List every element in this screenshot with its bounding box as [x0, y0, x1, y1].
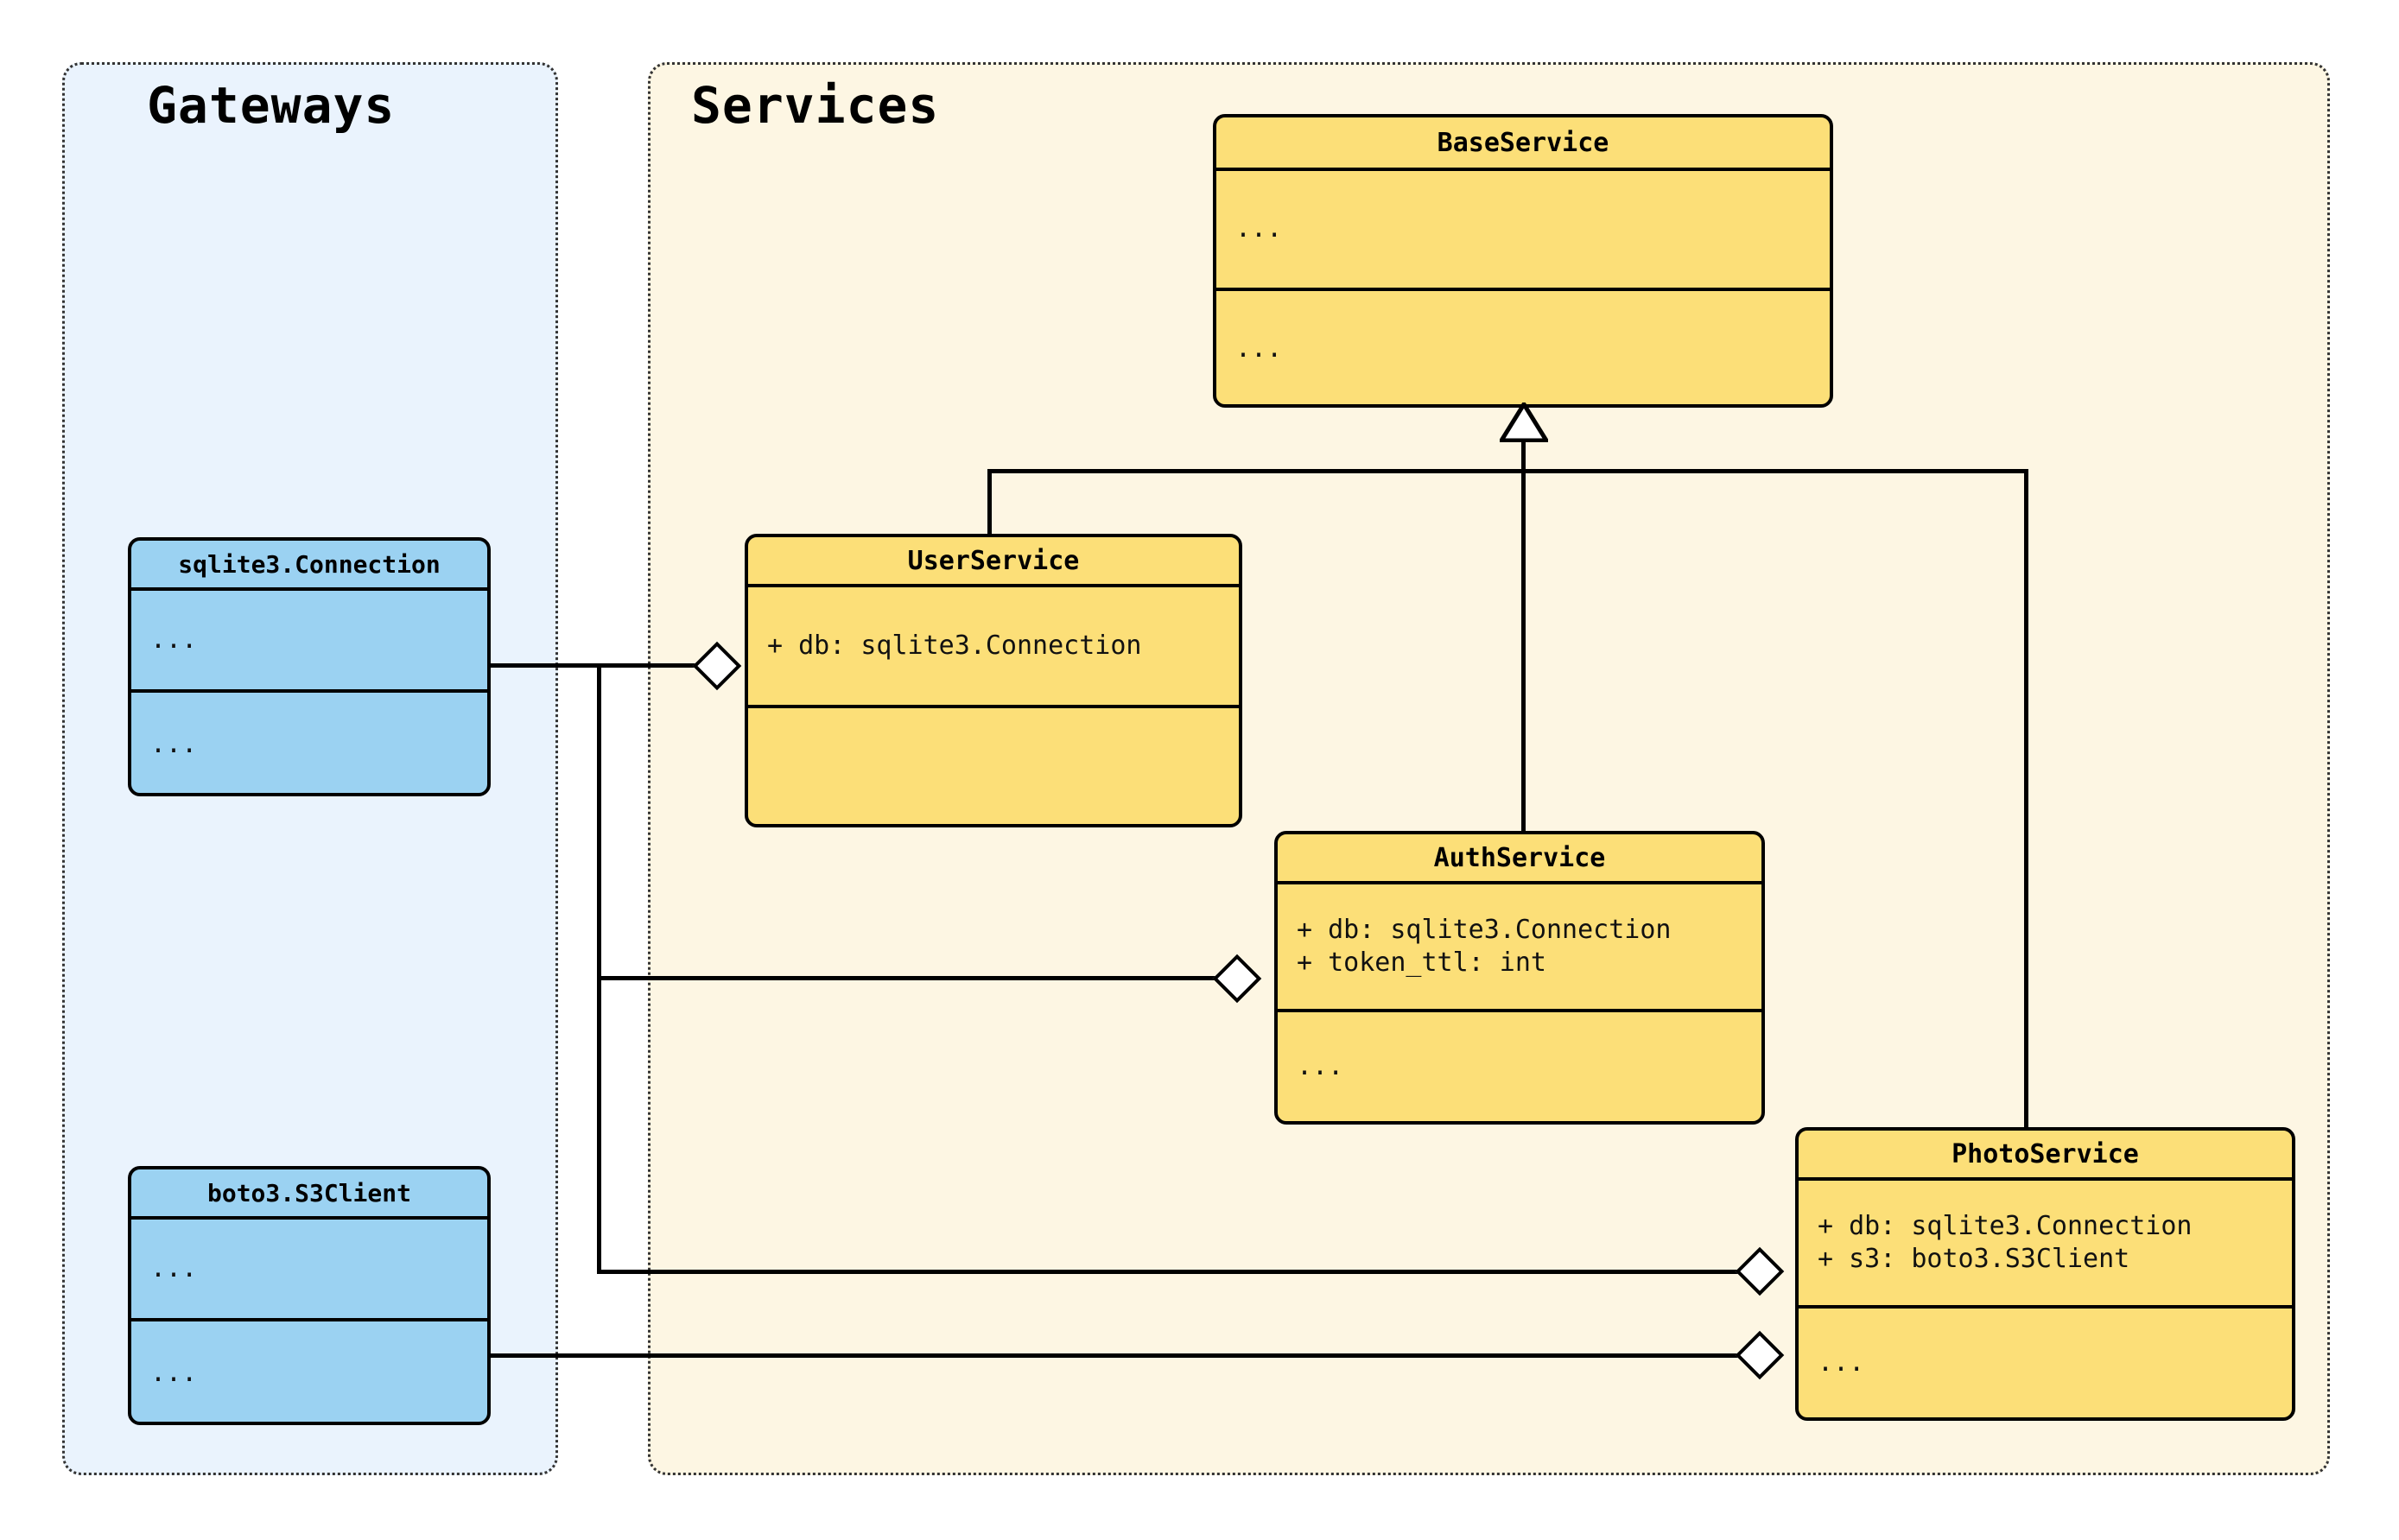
- inheritance-branch-userservice: [987, 469, 992, 536]
- class-methods-sqlite3-connection: ...: [131, 693, 487, 793]
- aggregation-line-sqlite-authservice: [597, 976, 1247, 980]
- attribute-row: + s3: boto3.S3Client: [1818, 1244, 2130, 1274]
- attribute-row: ...: [1235, 213, 1283, 244]
- aggregation-line-sqlite-photoservice: [597, 1270, 1769, 1274]
- method-row: ...: [150, 1357, 198, 1388]
- class-box-boto3-s3client[interactable]: boto3.S3Client ... ...: [128, 1166, 491, 1425]
- method-row: ...: [1297, 1050, 1344, 1081]
- class-title-baseservice: BaseService: [1216, 117, 1830, 171]
- attribute-row: + db: sqlite3.Connection: [1297, 914, 1672, 945]
- class-attributes-authservice: + db: sqlite3.Connection + token_ttl: in…: [1278, 884, 1761, 1012]
- inheritance-branch-photoservice: [2024, 469, 2028, 1130]
- aggregation-trunk-sqlite-vertical: [597, 663, 601, 1273]
- method-row: ...: [1818, 1347, 1865, 1378]
- class-attributes-userservice: + db: sqlite3.Connection: [748, 587, 1239, 708]
- class-box-authservice[interactable]: AuthService + db: sqlite3.Connection + t…: [1274, 831, 1765, 1125]
- class-attributes-sqlite3-connection: ...: [131, 591, 487, 693]
- class-box-photoservice[interactable]: PhotoService + db: sqlite3.Connection + …: [1795, 1127, 2295, 1421]
- class-title-sqlite3-connection: sqlite3.Connection: [131, 541, 487, 591]
- class-box-userservice[interactable]: UserService + db: sqlite3.Connection: [745, 534, 1242, 827]
- class-title-authservice: AuthService: [1278, 834, 1761, 884]
- class-methods-baseservice: ...: [1216, 291, 1830, 404]
- class-attributes-photoservice: + db: sqlite3.Connection + s3: boto3.S3C…: [1799, 1181, 2292, 1309]
- aggregation-line-sqlite-userservice: [491, 663, 738, 668]
- class-methods-boto3-s3client: ...: [131, 1321, 487, 1422]
- class-title-photoservice: PhotoService: [1799, 1131, 2292, 1181]
- attribute-row: ...: [150, 1252, 198, 1283]
- attribute-row: ...: [150, 624, 198, 655]
- attribute-row: + db: sqlite3.Connection: [767, 630, 1142, 661]
- group-title-services: Services: [691, 76, 940, 135]
- class-title-boto3-s3client: boto3.S3Client: [131, 1169, 487, 1220]
- class-attributes-baseservice: ...: [1216, 171, 1830, 291]
- class-methods-photoservice: ...: [1799, 1309, 2292, 1417]
- method-row: ...: [150, 728, 198, 759]
- attribute-row: + token_ttl: int: [1297, 947, 1546, 978]
- inheritance-arrowhead-icon: [1497, 400, 1551, 446]
- method-row: ...: [1235, 333, 1283, 364]
- class-methods-userservice: [748, 708, 1239, 824]
- inheritance-spine-horizontal: [987, 469, 2028, 473]
- inheritance-trunk-vertical: [1521, 436, 1526, 472]
- attribute-row: + db: sqlite3.Connection: [1818, 1210, 2193, 1241]
- class-title-userservice: UserService: [748, 537, 1239, 587]
- group-title-gateways: Gateways: [147, 76, 396, 135]
- class-box-sqlite3-connection[interactable]: sqlite3.Connection ... ...: [128, 537, 491, 796]
- class-methods-authservice: ...: [1278, 1012, 1761, 1121]
- inheritance-branch-authservice: [1521, 469, 1526, 833]
- class-box-baseservice[interactable]: BaseService ... ...: [1213, 114, 1833, 408]
- aggregation-line-boto3-photoservice: [491, 1353, 1769, 1358]
- class-attributes-boto3-s3client: ...: [131, 1220, 487, 1321]
